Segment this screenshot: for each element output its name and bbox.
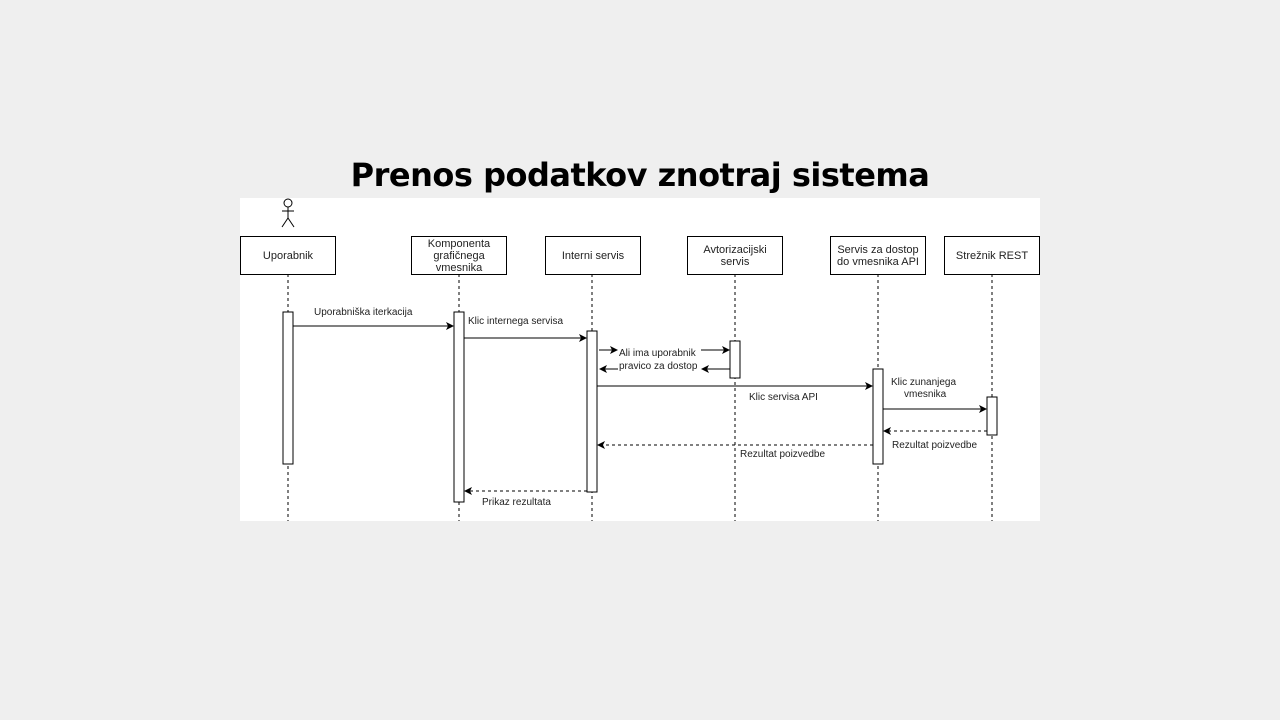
sequence-diagram: Uporabnik Komponenta grafičnega vmesnika… — [240, 198, 1040, 521]
participant-avtorizacijski-servis: Avtorizacijski servis — [687, 236, 783, 275]
slide-title: Prenos podatkov znotraj sistema — [350, 156, 930, 194]
participant-label: Servis za dostop do vmesnika API — [837, 243, 919, 268]
diagram-lines — [281, 198, 998, 521]
message-label-8: Prikaz rezultata — [482, 497, 551, 508]
participant-label: Uporabnik — [262, 249, 314, 262]
participant-streznik-rest: Strežnik REST — [944, 236, 1040, 275]
actor-icon — [281, 198, 295, 228]
activation-avtorizacija — [729, 340, 741, 379]
participant-servis-api: Servis za dostop do vmesnika API — [830, 236, 926, 275]
message-label-3a: Ali ima uporabnik — [619, 348, 696, 359]
participant-interni-servis: Interni servis — [545, 236, 641, 275]
participant-label: Komponenta grafičnega vmesnika — [427, 237, 491, 274]
participant-label: Avtorizacijski servis — [703, 243, 767, 268]
message-label-3b: pravico za dostop — [619, 361, 698, 372]
participant-uporabnik: Uporabnik — [240, 236, 336, 275]
participant-label: Strežnik REST — [955, 249, 1029, 262]
message-label-4: Klic servisa API — [749, 392, 818, 403]
participant-komponenta: Komponenta grafičnega vmesnika — [411, 236, 507, 275]
activation-uporabnik — [282, 311, 294, 465]
activation-servis-api — [872, 368, 884, 465]
activation-rest — [986, 396, 998, 436]
message-label-1: Uporabniška iterkacija — [314, 307, 413, 318]
message-label-7: Rezultat poizvedbe — [740, 449, 826, 460]
message-label-6: Rezultat poizvedbe — [892, 440, 978, 451]
participant-label: Interni servis — [561, 249, 625, 262]
activation-komponenta — [453, 311, 465, 503]
message-label-5b: vmesnika — [904, 389, 947, 400]
message-label-5a: Klic zunanjega — [891, 377, 957, 388]
activation-interni — [586, 330, 598, 493]
message-label-2: Klic internega servisa — [468, 316, 564, 327]
